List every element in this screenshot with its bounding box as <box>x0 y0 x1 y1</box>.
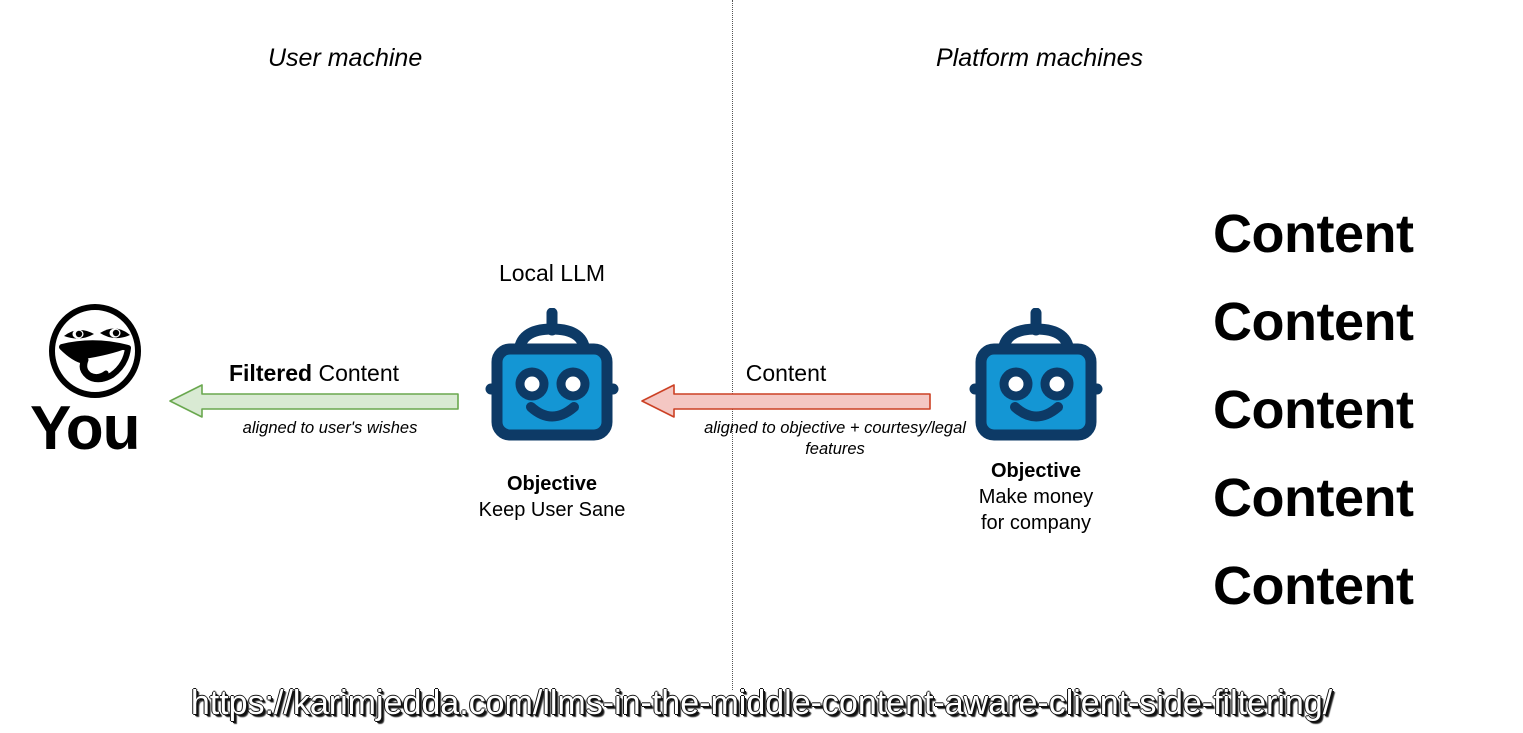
vertical-divider <box>732 0 733 690</box>
content-item: Content <box>1213 380 1414 441</box>
flow-label-filtered-content: Filtered Content <box>168 362 460 385</box>
objective-platform: Objective Make money for company <box>936 458 1136 536</box>
content-item: Content <box>1213 292 1414 353</box>
flow-label-filtered-strong: Filtered <box>228 360 313 386</box>
content-item: Content <box>1213 204 1414 264</box>
content-stack: Content Content Content Content Content <box>1213 190 1513 630</box>
lol-guy-rage-face-icon <box>40 303 150 398</box>
zone-title-platform-machines: Platform machines <box>936 44 1144 72</box>
flow-arrow-content <box>640 381 932 421</box>
objective-line: for company <box>980 512 1092 534</box>
robot-icon-platform <box>962 307 1110 447</box>
content-item: Content <box>1213 556 1414 617</box>
content-item: Content <box>1213 468 1414 529</box>
flow-label-content-text: Content <box>745 360 827 386</box>
local-llm-label: Local LLM <box>498 260 606 286</box>
robot-icon-local-llm <box>478 307 626 447</box>
objective-line: Make money <box>978 486 1094 508</box>
objective-title: Objective <box>990 460 1082 482</box>
flow-label-content: Content <box>640 362 932 385</box>
flow-label-filtered-rest: Content <box>312 360 400 386</box>
objective-title: Objective <box>506 473 598 495</box>
zone-title-user-machine: User machine <box>268 44 423 72</box>
flow-caption-content: aligned to objective + courtesy/legal fe… <box>704 419 966 458</box>
you-label: You <box>30 394 140 463</box>
flow-caption-filtered-content: aligned to user's wishes <box>242 419 418 437</box>
objective-local-llm: Objective Keep User Sane <box>452 471 652 523</box>
objective-line: Keep User Sane <box>478 499 626 521</box>
flow-arrow-filtered-content <box>168 381 460 421</box>
source-url: https://karimjedda.com/llms-in-the-middl… <box>190 684 1333 722</box>
